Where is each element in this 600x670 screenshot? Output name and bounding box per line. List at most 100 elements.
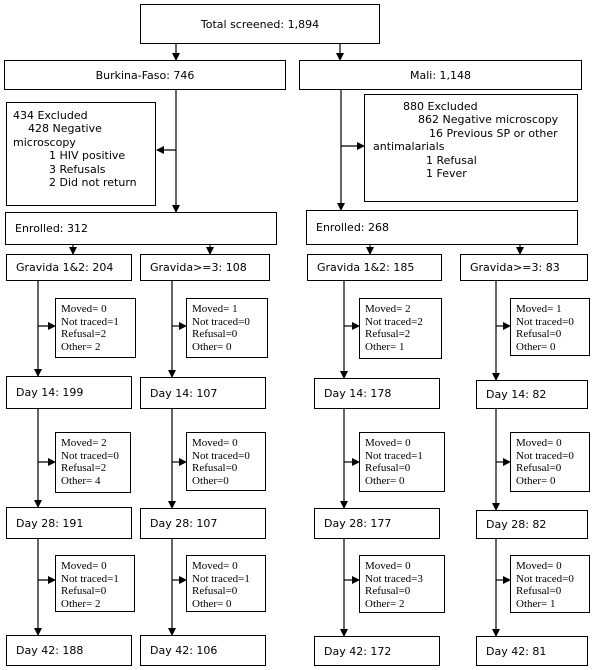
burkina-g3-day28-text: Day 28: 107 — [150, 517, 218, 530]
mali-gravida-1-2-box: Gravida 1&2: 185 — [307, 254, 442, 281]
loss-refusal: Refusal=2 — [61, 462, 107, 474]
burkina-g3-day42-text: Day 42: 106 — [150, 644, 218, 657]
loss-other: Other= 0 — [516, 474, 556, 487]
mali-enrolled-box: Enrolled: 268 — [306, 210, 578, 245]
loss-not-traced: Not traced=0 — [516, 572, 574, 585]
loss-other: Other= 0 — [516, 340, 556, 353]
loss-not-traced: Not traced=1 — [61, 572, 119, 585]
mali-gravida-3-box: Gravida>=3: 83 — [460, 254, 588, 281]
burkina-g3-loss-box-3: Moved= 0 Not traced=1 Refusal=0 Other= 0 — [186, 555, 266, 612]
burkina-gravida-3-text: Gravida>=3: 108 — [150, 261, 247, 274]
mali-g3-loss-box-1: Moved= 1 Not traced=0 Refusal=0 Other= 0 — [510, 298, 590, 356]
loss-other: Other= 0 — [192, 597, 232, 610]
burkina-excluded-title: 434 Excluded — [13, 109, 88, 122]
mali-g12-day42-text: Day 42: 172 — [324, 644, 392, 658]
total-screened-text: Total screened: 1,894 — [200, 17, 320, 31]
loss-refusal: Refusal=0 — [516, 585, 562, 597]
burkina-g3-day42-box: Day 42: 106 — [140, 635, 266, 666]
mali-g12-day28-text: Day 28: 177 — [324, 517, 392, 530]
loss-refusal: Refusal=0 — [192, 328, 238, 340]
mali-g3-day14-box: Day 14: 82 — [476, 380, 588, 409]
loss-moved: Moved= 0 — [365, 437, 411, 449]
loss-not-traced: Not traced=0 — [61, 449, 119, 462]
mali-box: Mali: 1,148 — [299, 60, 582, 90]
loss-moved: Moved= 2 — [61, 437, 107, 449]
loss-other: Other= 1 — [516, 597, 556, 610]
burkina-g3-day14-box: Day 14: 107 — [140, 377, 266, 409]
burkina-gravida-3-box: Gravida>=3: 108 — [140, 254, 270, 281]
loss-other: Other= 2 — [61, 597, 101, 610]
loss-refusal: Refusal=2 — [61, 328, 107, 340]
burkina-excluded-box: 434 Excluded 428 Negative microscopy 1 H… — [6, 102, 156, 206]
mali-gravida-3-text: Gravida>=3: 83 — [470, 261, 560, 274]
mali-g12-day14-text: Day 14: 178 — [324, 387, 392, 400]
burkina-enrolled-box: Enrolled: 312 — [5, 212, 277, 245]
mali-excluded-negative: 862 Negative microscopy — [418, 113, 559, 127]
burkina-enrolled-text: Enrolled: 312 — [15, 222, 88, 235]
mali-enrolled-text: Enrolled: 268 — [316, 221, 389, 234]
burkina-g12-day28-text: Day 28: 191 — [16, 516, 84, 530]
burkina-g12-loss-box-1: Moved= 0 Not traced=1 Refusal=2 Other= 2 — [55, 298, 136, 358]
mali-excluded-title: 880 Excluded — [403, 100, 478, 113]
loss-not-traced: Not traced=2 — [365, 315, 423, 328]
loss-not-traced: Not traced=3 — [365, 572, 423, 585]
mali-g3-day42-box: Day 42: 81 — [476, 636, 588, 666]
mali-g3-day42-text: Day 42: 81 — [486, 644, 547, 658]
loss-other: Other= 1 — [365, 340, 405, 353]
mali-excluded-refusal: 1 Refusal — [426, 153, 477, 167]
mali-excluded-antimalarials: antimalarials — [373, 140, 445, 154]
mali-g3-loss-box-2: Moved= 0 Not traced=0 Refusal=0 Other= 0 — [510, 432, 590, 492]
mali-g12-loss-box-2: Moved= 0 Not traced=1 Refusal=0 Other= 0 — [359, 432, 445, 492]
mali-g3-day28-text: Day 28: 82 — [486, 518, 547, 531]
burkina-g12-day42-box: Day 42: 188 — [6, 635, 132, 666]
loss-moved: Moved= 1 — [516, 303, 562, 315]
loss-not-traced: Not traced=1 — [365, 449, 423, 462]
mali-g12-loss-box-3: Moved= 0 Not traced=3 Refusal=0 Other= 2 — [359, 555, 445, 613]
burkina-g12-day14-text: Day 14: 199 — [16, 386, 84, 399]
burkina-g3-loss-box-1: Moved= 1 Not traced=0 Refusal=0 Other= 0 — [186, 298, 268, 358]
mali-g3-day28-box: Day 28: 82 — [476, 510, 588, 539]
mali-g12-day14-box: Day 14: 178 — [314, 378, 440, 409]
burkina-g12-loss-box-2: Moved= 2 Not traced=0 Refusal=2 Other= 4 — [55, 432, 131, 493]
loss-moved: Moved= 0 — [516, 437, 562, 449]
loss-refusal: Refusal=0 — [365, 585, 411, 597]
loss-not-traced: Not traced=0 — [192, 315, 250, 328]
loss-moved: Moved= 0 — [192, 560, 238, 572]
loss-moved: Moved= 0 — [516, 560, 562, 572]
burkina-g3-loss-box-2: Moved= 0 Not traced=0 Refusal=0 Other=0 — [186, 432, 266, 491]
burkina-excluded-did-not-return: 2 Did not return — [49, 176, 137, 190]
total-screened-box: Total screened: 1,894 — [140, 4, 380, 44]
burkina-excluded-refusals: 3 Refusals — [49, 162, 106, 176]
loss-refusal: Refusal=2 — [365, 328, 411, 340]
loss-refusal: Refusal=0 — [516, 328, 562, 340]
loss-moved: Moved= 0 — [61, 303, 107, 315]
mali-g3-loss-box-3: Moved= 0 Not traced=0 Refusal=0 Other= 1 — [510, 555, 590, 613]
loss-other: Other= 0 — [365, 474, 405, 487]
loss-moved: Moved= 2 — [365, 303, 411, 315]
loss-refusal: Refusal=0 — [516, 462, 562, 474]
loss-other: Other= 0 — [192, 340, 232, 353]
loss-moved: Moved= 1 — [192, 303, 238, 315]
burkina-faso-text: Burkina-Faso: 746 — [95, 68, 195, 82]
loss-not-traced: Not traced=0 — [516, 315, 574, 328]
loss-not-traced: Not traced=1 — [192, 572, 250, 585]
loss-refusal: Refusal=0 — [192, 462, 238, 474]
loss-not-traced: Not traced=0 — [516, 449, 574, 462]
loss-moved: Moved= 0 — [61, 560, 107, 572]
loss-moved: Moved= 0 — [192, 437, 238, 449]
mali-g12-day28-box: Day 28: 177 — [314, 508, 440, 539]
burkina-g3-day14-text: Day 14: 107 — [150, 386, 218, 400]
loss-other: Other= 4 — [61, 474, 101, 487]
loss-other: Other= 2 — [365, 597, 405, 610]
burkina-g12-loss-box-3: Moved= 0 Not traced=1 Refusal=0 Other= 2 — [55, 555, 135, 612]
loss-not-traced: Not traced=0 — [192, 449, 250, 462]
burkina-g12-day14-box: Day 14: 199 — [6, 376, 132, 409]
burkina-excluded-hiv: 1 HIV positive — [49, 149, 126, 163]
burkina-g3-day28-box: Day 28: 107 — [140, 508, 266, 539]
mali-g12-day42-box: Day 42: 172 — [314, 636, 440, 666]
mali-excluded-previous-sp: 16 Previous SP or other — [429, 126, 558, 140]
loss-refusal: Refusal=0 — [365, 462, 411, 474]
mali-excluded-fever: 1 Fever — [426, 167, 467, 181]
